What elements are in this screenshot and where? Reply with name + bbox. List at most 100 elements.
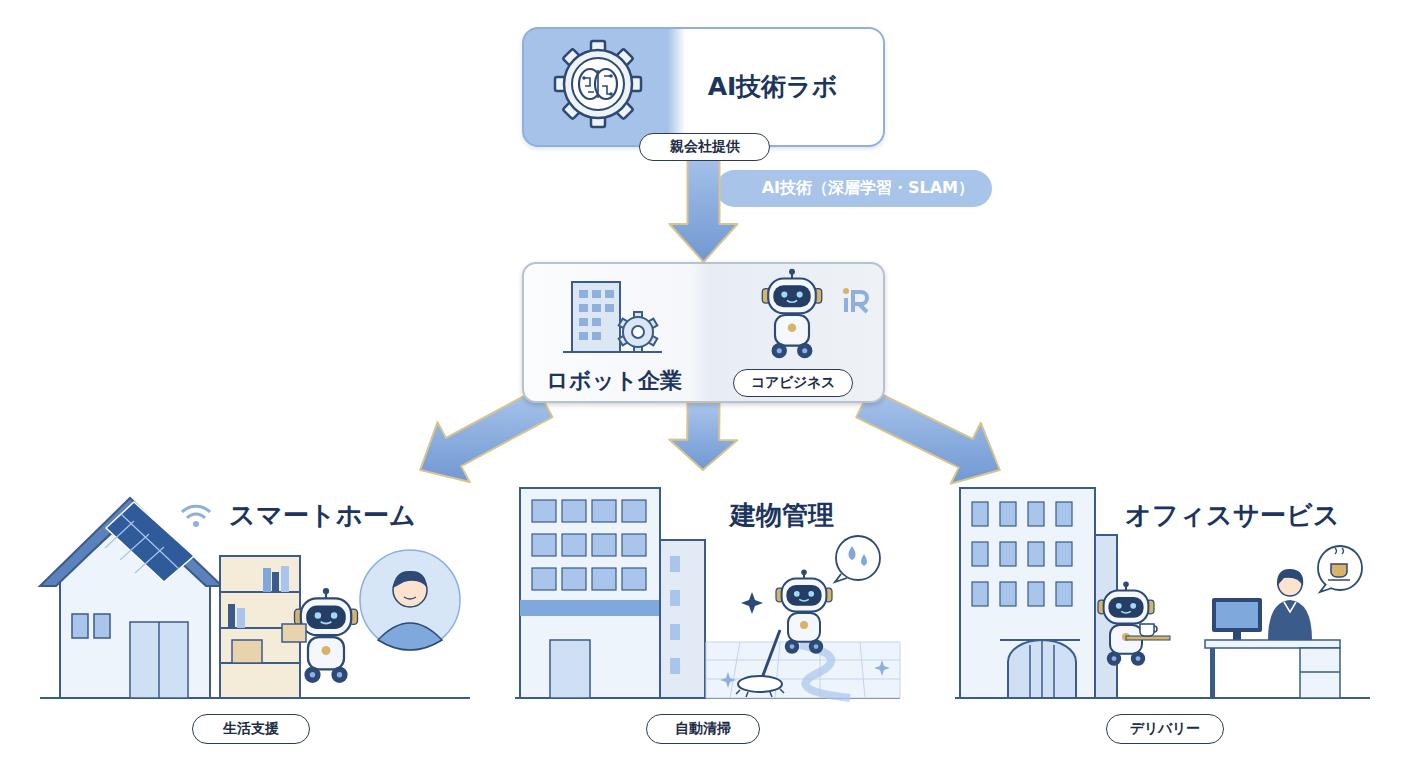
office-service-illustration-part xyxy=(1320,584,1332,592)
office-service-illustration-part xyxy=(1205,640,1340,648)
building-management-illustration-part xyxy=(670,556,680,572)
smart-home-illustration-part xyxy=(232,640,262,663)
smart-home-illustration-part xyxy=(378,623,442,650)
building-management-illustration-part xyxy=(670,658,680,674)
tag-pill: 生活支援 xyxy=(192,714,310,744)
office-service-illustration-part xyxy=(1268,600,1312,640)
smart-home-illustration-part xyxy=(130,622,188,698)
smart-home-illustration-part xyxy=(158,622,160,698)
office-service-illustration-part xyxy=(1056,542,1072,566)
office-service-illustration-part xyxy=(1028,502,1044,526)
edge-label: AI技術（深層学習・SLAM） xyxy=(716,170,992,207)
office-service-illustration-part xyxy=(1284,602,1296,612)
smart-home-illustration-part xyxy=(393,571,427,588)
smart-home-illustration-part xyxy=(393,573,427,607)
tag-text: 親会社提供 xyxy=(670,139,740,154)
building-management-illustration-part xyxy=(861,554,867,566)
office-service-illustration-part xyxy=(972,542,988,566)
heading-text: AI技術ラボ xyxy=(678,67,868,107)
company-box: ロボット企業 コアビジネス xyxy=(522,262,885,403)
building-management-illustration-part xyxy=(706,642,900,698)
building-management-illustration-part xyxy=(776,569,832,653)
smart-home-illustration-part xyxy=(193,521,199,527)
building-management-illustration-part xyxy=(515,697,900,699)
flow-arrow xyxy=(420,389,552,482)
smart-home-illustration-part xyxy=(282,624,306,642)
building-management-illustration-part xyxy=(736,689,784,697)
building-management-illustration-part xyxy=(562,500,586,522)
office-service-illustration-part xyxy=(1318,546,1362,590)
office-service-illustration-part xyxy=(1008,640,1076,698)
building-management-illustration-part xyxy=(660,540,705,698)
smart-home-illustration-part xyxy=(281,566,289,592)
building-management-illustration-part xyxy=(622,568,646,590)
office-service-illustration-part xyxy=(1030,641,1054,698)
building-management-illustration-part xyxy=(741,592,763,614)
heading-text: スマートホーム xyxy=(202,498,442,534)
building-management-illustration-part xyxy=(849,546,856,560)
building-management-illustration-part xyxy=(670,590,680,606)
building-management-illustration-part xyxy=(532,534,556,556)
smart-home-illustration-part xyxy=(40,498,222,586)
building-management-illustration-part xyxy=(706,642,900,698)
smart-home-illustration-part xyxy=(60,512,210,698)
building-management-illustration xyxy=(515,488,900,698)
office-service-illustration-part xyxy=(1140,624,1154,636)
office-service-illustration-part xyxy=(1056,582,1072,606)
smart-home-illustration-part xyxy=(228,604,235,628)
building-management-illustration-part xyxy=(562,568,586,590)
building-management-illustration-part xyxy=(520,600,660,616)
tag-text: デリバリー xyxy=(1130,721,1200,736)
building-management-illustration-part xyxy=(592,568,616,590)
building-management-illustration-part xyxy=(800,645,850,698)
flow-arrow xyxy=(669,403,737,470)
smart-home-illustration-part xyxy=(404,597,416,599)
smart-home-illustration-part xyxy=(263,568,271,592)
office-service-illustration-part xyxy=(1000,582,1016,606)
heading-text: 建物管理 xyxy=(702,498,862,534)
tag-pill: コアビジネス xyxy=(733,369,853,397)
lab-box: AI技術ラボ親会社提供 xyxy=(522,27,885,147)
scene-group: 建物管理自動清掃 xyxy=(515,470,900,750)
smart-home-illustration-part xyxy=(220,591,300,593)
smart-home-illustration-part xyxy=(40,697,470,699)
building-management-illustration-part xyxy=(592,500,616,522)
tag-pill: 自動清掃 xyxy=(646,714,760,744)
building-management-illustration-part xyxy=(835,574,847,582)
scene-group: オフィスサービスデリバリー xyxy=(955,470,1370,750)
office-service-illustration-part xyxy=(1000,542,1016,566)
flow-arrow xyxy=(856,389,1000,484)
building-management-illustration-part xyxy=(836,536,880,580)
heading-text: ロボット企業 xyxy=(524,365,704,397)
office-service-illustration-part xyxy=(1331,564,1347,577)
tag-pill: 親会社提供 xyxy=(639,133,770,161)
office-service-illustration-part xyxy=(1000,639,1080,641)
flow-arrow xyxy=(670,147,738,262)
building-management-illustration-part xyxy=(532,568,556,590)
smart-home-illustration-part xyxy=(94,614,110,638)
office-service-illustration-part xyxy=(1098,581,1154,665)
tag-text: コアビジネス xyxy=(751,375,835,390)
office-service-illustration-part xyxy=(955,697,1370,699)
building-management-illustration-part xyxy=(520,488,660,698)
heading-text: オフィスサービス xyxy=(1107,498,1357,534)
office-service-illustration-part xyxy=(1095,535,1117,698)
office-service-illustration-part xyxy=(1210,648,1215,698)
office-service-illustration-part xyxy=(1126,636,1170,640)
smart-home-illustration-part xyxy=(106,502,194,582)
scene-group: スマートホーム生活支援 xyxy=(40,470,470,750)
building-management-illustration-part xyxy=(874,660,890,676)
office-service-illustration-part xyxy=(1335,548,1344,554)
smart-home-illustration-part xyxy=(220,662,300,664)
tag-pill: デリバリー xyxy=(1106,714,1224,744)
office-service-illustration-part xyxy=(1300,671,1340,673)
smart-home-illustration-part xyxy=(272,572,279,592)
building-management-illustration-part xyxy=(622,534,646,556)
office-service-illustration-part xyxy=(1233,632,1241,640)
office-service-illustration-part xyxy=(1277,569,1303,586)
office-service-illustration xyxy=(955,488,1370,698)
building-management-illustration-part xyxy=(550,640,590,698)
office-service-illustration-part xyxy=(1000,502,1016,526)
building-management-illustration-part xyxy=(622,500,646,522)
